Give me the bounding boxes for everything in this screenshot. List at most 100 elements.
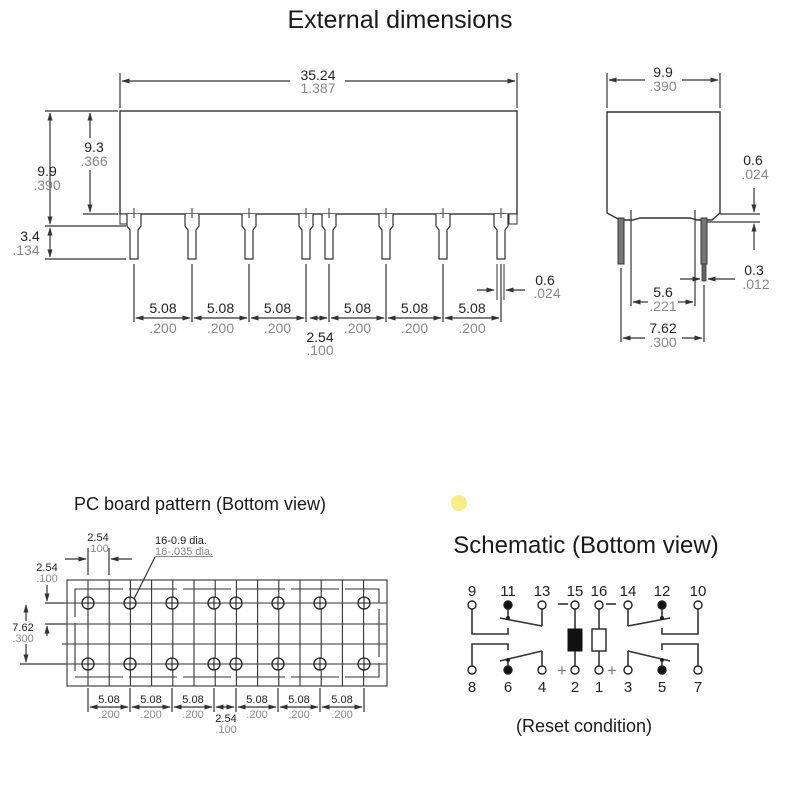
pcb-pitch-mm: 5.08 xyxy=(98,694,119,706)
front-pitch-inch: .200 xyxy=(149,320,176,336)
front-pin xyxy=(126,214,142,260)
length-inch: 1.387 xyxy=(300,80,335,96)
front-pitch-inch: .200 xyxy=(264,320,291,336)
pin-length-inch: .134 xyxy=(12,242,39,258)
pcb-pitch-mm: 5.08 xyxy=(246,694,267,706)
schematic-pin-label-top: 16 xyxy=(591,583,608,600)
schematic-terminal-bottom xyxy=(467,665,477,675)
external-dimensions-title: External dimensions xyxy=(287,6,512,34)
schematic-terminal-top xyxy=(657,600,667,610)
side-pin-right xyxy=(700,217,708,265)
sw-tl-arm xyxy=(499,617,543,627)
front-center-gap-mm: 2.54 xyxy=(306,329,333,345)
schematic-pin-label-top: 13 xyxy=(534,583,551,600)
coil-reset xyxy=(591,628,607,652)
schematic-pin-label-top: 11 xyxy=(500,583,516,600)
schematic-terminal-top xyxy=(570,600,580,610)
pcb-hole-note-mm: 16-0.9 dia. xyxy=(155,535,207,547)
sw-tr-nc xyxy=(661,609,699,635)
front-pitch-mm: 5.08 xyxy=(264,300,291,316)
sw-br-nc xyxy=(661,643,699,666)
front-pitch-mm: 5.08 xyxy=(207,300,234,316)
schematic-terminal-bottom xyxy=(570,665,580,675)
front-pitch-mm: 5.08 xyxy=(401,300,428,316)
sw-bl-nc xyxy=(471,643,509,666)
plus-sign-right: + xyxy=(607,661,617,680)
pcb-row-mm: 7.62 xyxy=(12,622,33,634)
pcb-pitch-inch: .200 xyxy=(98,709,119,721)
schematic-terminal-top xyxy=(693,600,703,610)
schematic-pin-label-top: 15 xyxy=(567,583,584,600)
side-thk-mm: 0.6 xyxy=(743,152,763,168)
side-inner-inch: .221 xyxy=(649,298,676,314)
pin-width-mm: 0.6 xyxy=(535,272,555,288)
front-view: 35.24 1.387 9.9 .390 9.3 .366 3.4 .134 5… xyxy=(12,67,560,358)
length-mm: 35.24 xyxy=(300,67,335,83)
body-foot-right xyxy=(508,213,518,225)
pcb-hole-note-inch: 16-.035 dia. xyxy=(155,546,213,558)
side-pin-tip xyxy=(701,263,707,282)
schematic-pin-label-bottom: 1 xyxy=(595,679,603,696)
front-pitch-inch: .200 xyxy=(458,320,485,336)
pcb-pitch-inch: .200 xyxy=(288,709,309,721)
schematic-terminal-bottom xyxy=(657,665,667,675)
height-total-inch: .390 xyxy=(33,177,60,193)
pcb-center-gap-mm: 2.54 xyxy=(215,713,236,725)
schematic-pin-label-bottom: 6 xyxy=(504,679,512,696)
schematic-pin-label-bottom: 2 xyxy=(571,679,579,696)
schematic-pin-label-bottom: 8 xyxy=(468,679,476,696)
front-pitch-mm: 5.08 xyxy=(149,300,176,316)
sw-br-contact xyxy=(660,658,664,662)
side-pin-left xyxy=(617,217,625,265)
front-pin xyxy=(184,214,200,260)
schematic-pin-label-bottom: 5 xyxy=(658,679,666,696)
front-pin xyxy=(241,214,257,260)
schematic-terminal-top xyxy=(503,600,513,610)
pcb-gx-inch: .100 xyxy=(87,543,108,555)
pcb-title: PC board pattern (Bottom view) xyxy=(74,494,326,514)
schematic-title: Schematic (Bottom view) xyxy=(453,532,718,559)
front-pin xyxy=(493,214,509,260)
side-pw-mm: 0.3 xyxy=(744,262,764,278)
side-inner-mm: 5.6 xyxy=(653,284,673,300)
pcb-pitch-inch: .200 xyxy=(331,709,352,721)
side-row-mm: 7.62 xyxy=(649,320,676,336)
side-row-inch: .300 xyxy=(649,334,676,350)
front-pin xyxy=(435,214,451,260)
pin-length-mm: 3.4 xyxy=(20,228,40,244)
pcb-center-gap-inch: .100 xyxy=(215,724,236,736)
front-center-gap-inch: .100 xyxy=(306,342,333,358)
reset-condition-label: (Reset condition) xyxy=(516,716,652,736)
schematic-pin-label-top: 10 xyxy=(690,583,707,600)
schematic-terminal-top xyxy=(594,600,604,610)
side-thk-inch: .024 xyxy=(741,166,768,182)
sw-tl-contact xyxy=(506,616,510,620)
pcb-hole-leader xyxy=(133,556,156,600)
height-total-mm: 9.9 xyxy=(37,163,57,179)
schematic-pin-label-bottom: 7 xyxy=(694,679,702,696)
schematic-terminal-bottom xyxy=(594,665,604,675)
front-pitch-mm: 5.08 xyxy=(458,300,485,316)
schematic-pin-label-bottom: 4 xyxy=(538,679,546,696)
front-pin xyxy=(321,214,337,260)
pcb-pitch-dims: 5.08.2005.08.2005.08.2005.08.2005.08.200… xyxy=(87,688,365,721)
pcb-pitch-mm: 5.08 xyxy=(331,694,352,706)
pcb-holes xyxy=(81,596,371,671)
coil-set xyxy=(567,628,583,652)
sw-tr-contact xyxy=(660,616,664,620)
relay-body xyxy=(119,110,518,215)
front-pin xyxy=(378,214,394,260)
schematic-pin-label-top: 9 xyxy=(468,583,476,600)
schematic-terminal-bottom xyxy=(623,665,633,675)
pcb-pitch-inch: .200 xyxy=(140,709,161,721)
side-width-mm: 9.9 xyxy=(653,64,673,80)
height-body-inch: .366 xyxy=(80,153,107,169)
pcb-outline xyxy=(66,579,388,687)
plus-sign-left: + xyxy=(557,661,567,680)
pin-width-inch: .024 xyxy=(533,285,560,301)
pcb-grid xyxy=(62,580,387,686)
pcb-pitch-mm: 5.08 xyxy=(140,694,161,706)
front-pitch-mm: 5.08 xyxy=(344,300,371,316)
